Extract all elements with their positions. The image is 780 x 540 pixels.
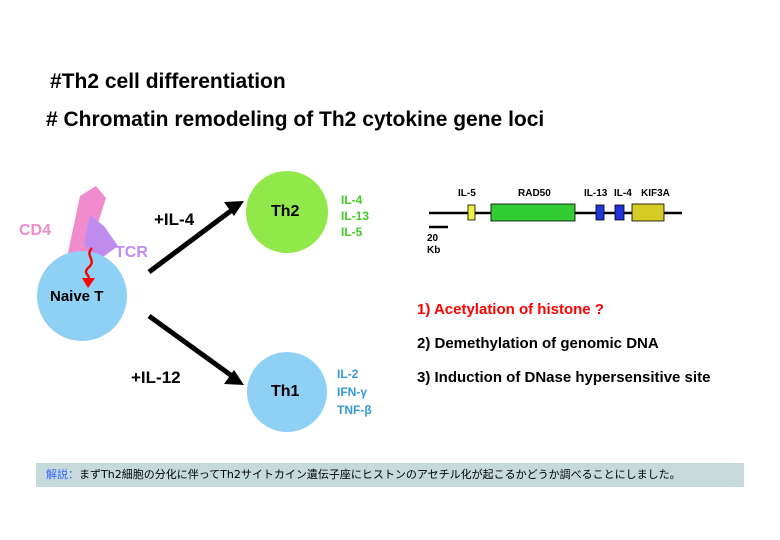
th1-cytokine: TNF-β — [337, 403, 372, 417]
title-line-1: #Th2 cell differentiation — [50, 70, 286, 93]
th2-cytokine-list: IL-4 IL-13 IL-5 — [341, 192, 369, 240]
gene-label-il4: IL-4 — [614, 188, 632, 199]
th1-cytokine: IL-2 — [337, 367, 359, 381]
th2-cytokine: IL-13 — [341, 209, 370, 223]
th2-label: Th2 — [271, 203, 300, 220]
th1-cytokine-list: IL-2 IFN-γ TNF-β — [337, 365, 372, 419]
note-label: 解説： — [46, 468, 79, 481]
th2-cytokine: IL-4 — [341, 193, 363, 207]
mechanism-3: 3) Induction of DNase hypersensitive sit… — [417, 369, 711, 386]
tcr-receptor-shape — [84, 215, 118, 262]
il4-stimulus-label: +IL-4 — [154, 210, 195, 229]
title-line-2: # Chromatin remodeling of Th2 cytokine g… — [46, 108, 545, 131]
gene-label-rad50: RAD50 — [518, 188, 551, 199]
gene-label-kif3a: KIF3A — [641, 188, 670, 199]
scale-value: 20 — [427, 233, 439, 244]
signal-arrow — [84, 247, 93, 281]
scale-unit: Kb — [427, 245, 441, 256]
cd4-label: CD4 — [19, 222, 52, 239]
naive-t-cell — [37, 251, 127, 341]
il5-gene-box — [467, 204, 476, 221]
th2-cell — [246, 171, 328, 253]
il13-gene-box — [595, 204, 605, 221]
il4-gene-box — [614, 204, 625, 221]
arrow-to-th2-shaft — [147, 207, 234, 275]
arrow-to-th1-shaft — [147, 313, 234, 379]
arrow-to-th2-head — [224, 201, 244, 216]
naive-t-label: Naive T — [50, 288, 104, 305]
explanation-note: 解説：まずTh2細胞の分化に伴ってTh2サイトカイン遺伝子座にヒストンのアセチル… — [36, 463, 744, 487]
gene-label-il13: IL-13 — [584, 188, 608, 199]
gene-label-il5: IL-5 — [458, 188, 476, 199]
th2-cytokine: IL-5 — [341, 225, 363, 239]
tcr-label: TCR — [115, 244, 148, 261]
th1-cytokine: IFN-γ — [337, 385, 367, 399]
th1-label: Th1 — [271, 383, 300, 400]
arrow-to-th1-head — [224, 370, 244, 385]
kif3a-gene-box — [631, 203, 665, 222]
th1-cell — [247, 352, 327, 432]
il12-stimulus-label: +IL-12 — [131, 368, 181, 387]
note-text: まずTh2細胞の分化に伴ってTh2サイトカイン遺伝子座にヒストンのアセチル化が起… — [79, 468, 681, 481]
cd4-receptor-shape — [66, 186, 106, 262]
scale-label: 20 Kb — [427, 233, 440, 257]
rad50-gene-box — [490, 203, 576, 222]
signal-arrow-head — [82, 278, 95, 288]
mechanism-2: 2) Demethylation of genomic DNA — [417, 335, 659, 352]
mechanism-1: 1) Acetylation of histone ? — [417, 301, 604, 318]
